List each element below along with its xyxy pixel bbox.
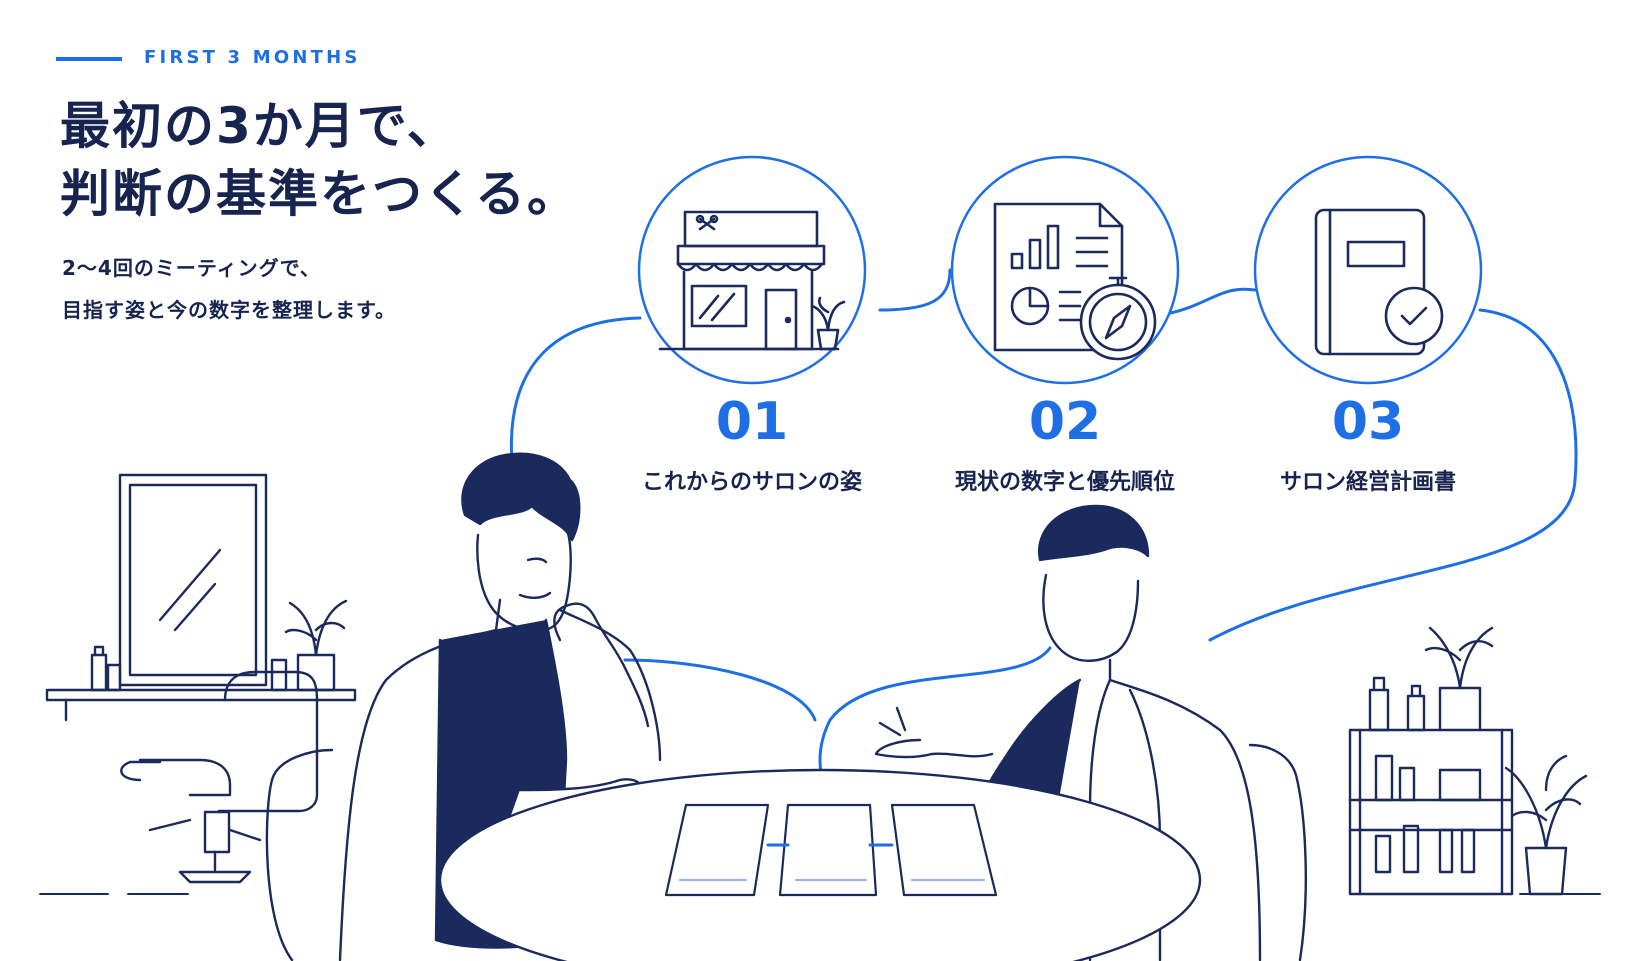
step-03-label: サロン経営計画書 [1279,470,1456,495]
left-chair-back [265,748,334,961]
page-title: 最初の3か月で、 判断の基準をつくる。 [60,92,579,228]
step-01-number: 01 [715,392,789,452]
salon-chair [120,670,319,884]
salon-storefront-icon [658,210,846,351]
step-01-label: これからのサロンの姿 [641,470,862,495]
eyebrow-label: FIRST 3 MONTHS [144,47,361,68]
step-03-number: 03 [1331,392,1405,452]
report-compass-icon [993,202,1157,361]
salon-mirror-station [45,473,357,722]
plan-book-check-icon [1314,208,1444,356]
subtitle-line-2: 目指す姿と今の数字を整理します。 [62,298,396,322]
title-line-2: 判断の基準をつくる。 [60,165,579,223]
right-chair-back [1248,743,1307,961]
step-02-number: 02 [1028,392,1102,452]
floor-plant [1504,754,1588,896]
table-document-3 [890,803,998,897]
table-document-2 [778,803,878,897]
flow-line [509,268,1578,788]
step-03-circle [1253,155,1483,385]
table-document-1 [664,803,770,897]
eyebrow-line [56,57,122,61]
title-line-1: 最初の3か月で、 [60,97,459,155]
subtitle-line-1: 2〜4回のミーティングで、 [62,256,321,280]
step-02-label: 現状の数字と優先順位 [954,470,1175,495]
salon-shelf [1348,626,1514,896]
page-subtitle: 2〜4回のミーティングで、 目指す姿と今の数字を整理します。 [62,247,396,331]
